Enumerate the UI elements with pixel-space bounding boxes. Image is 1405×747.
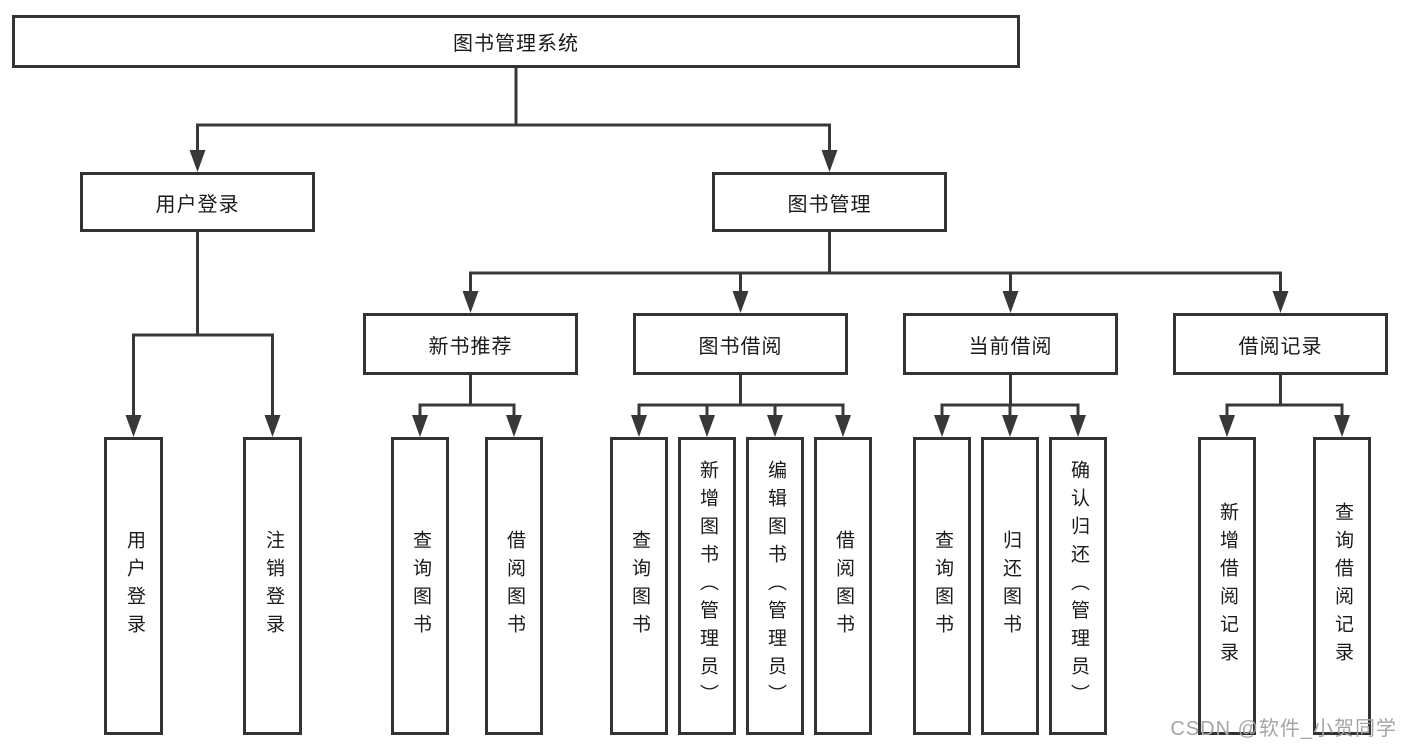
arrowhead-down-icon bbox=[264, 415, 281, 437]
node-user-login: 用户登录 bbox=[80, 172, 315, 232]
arrowhead-down-icon bbox=[462, 291, 479, 313]
leaf-query-books-recommend: 查询图书 bbox=[391, 437, 449, 735]
arrowhead-down-icon bbox=[934, 415, 950, 437]
node-book-management: 图书管理 bbox=[712, 172, 947, 232]
leaf-user-login: 用户登录 bbox=[104, 437, 163, 735]
arrowhead-down-icon bbox=[699, 415, 715, 437]
leaf-query-books-current: 查询图书 bbox=[913, 437, 971, 735]
node-borrowing-records-label: 借阅记录 bbox=[1238, 335, 1323, 358]
node-new-book-recommend-label: 新书推荐 bbox=[428, 335, 513, 358]
arrowhead-down-icon bbox=[125, 415, 142, 437]
leaf-borrow-books-recommend: 借阅图书 bbox=[485, 437, 543, 735]
leaf-return-book: 归还图书 bbox=[981, 437, 1039, 735]
arrowhead-down-icon bbox=[1334, 415, 1350, 437]
leaf-borrow-books-borrowing: 借阅图书 bbox=[814, 437, 872, 735]
node-book-borrowing-label: 图书借阅 bbox=[698, 335, 783, 358]
leaf-query-borrow-record: 查询借阅记录 bbox=[1313, 437, 1371, 735]
leaf-query-books-borrowing: 查询图书 bbox=[610, 437, 668, 735]
arrowhead-down-icon bbox=[835, 415, 851, 437]
arrowhead-down-icon bbox=[1219, 415, 1235, 437]
leaf-add-book-admin: 新增图书（管理员） bbox=[678, 437, 736, 735]
leaf-edit-book-admin: 编辑图书（管理员） bbox=[746, 437, 804, 735]
node-root: 图书管理系统 bbox=[12, 15, 1020, 68]
arrowhead-down-icon bbox=[189, 150, 206, 172]
node-root-label: 图书管理系统 bbox=[453, 33, 579, 55]
arrowhead-down-icon bbox=[1070, 415, 1086, 437]
node-book-management-label: 图书管理 bbox=[787, 193, 872, 216]
node-current-borrowing-label: 当前借阅 bbox=[968, 335, 1053, 358]
arrowhead-down-icon bbox=[1002, 415, 1018, 437]
arrowhead-down-icon bbox=[821, 150, 838, 172]
leaf-confirm-return-admin: 确认归还（管理员） bbox=[1049, 437, 1107, 735]
arrowhead-down-icon bbox=[631, 415, 647, 437]
arrowhead-down-icon bbox=[1272, 291, 1289, 313]
arrowhead-down-icon bbox=[732, 291, 749, 313]
node-borrowing-records: 借阅记录 bbox=[1173, 313, 1388, 375]
node-current-borrowing: 当前借阅 bbox=[903, 313, 1118, 375]
arrowhead-down-icon bbox=[1002, 291, 1019, 313]
node-book-borrowing: 图书借阅 bbox=[633, 313, 848, 375]
node-user-login-label: 用户登录 bbox=[155, 193, 240, 216]
node-new-book-recommend: 新书推荐 bbox=[363, 313, 578, 375]
arrowhead-down-icon bbox=[767, 415, 783, 437]
leaf-add-borrow-record: 新增借阅记录 bbox=[1198, 437, 1256, 735]
leaf-logout: 注销登录 bbox=[243, 437, 302, 735]
csdn-watermark: CSDN @软件_小贺同学 bbox=[1170, 718, 1397, 740]
arrowhead-down-icon bbox=[412, 415, 428, 437]
arrowhead-down-icon bbox=[506, 415, 522, 437]
